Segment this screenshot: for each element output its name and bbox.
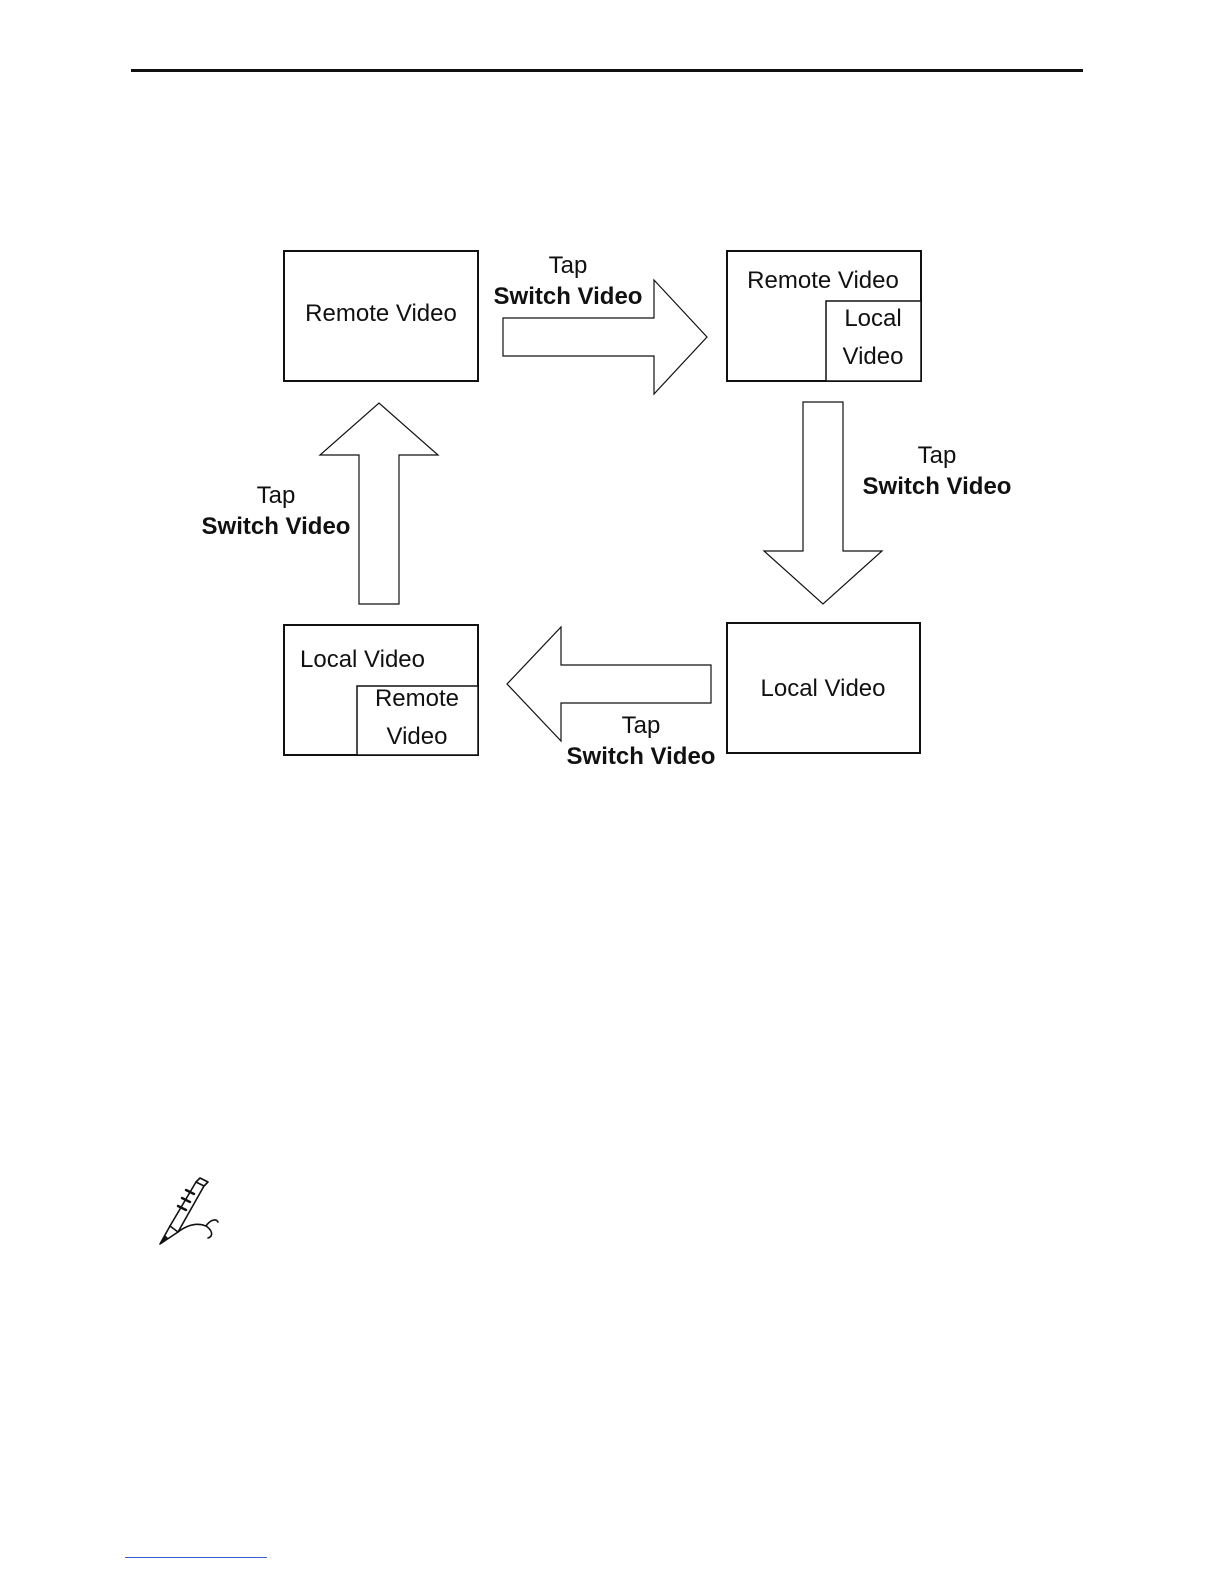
pen-note-icon — [156, 1176, 220, 1248]
transition-top-switch-video: Switch Video — [494, 285, 643, 309]
state-label-local-video-main: Local Video — [300, 648, 425, 672]
inset-label-video: Video — [843, 345, 904, 369]
arrow-down — [764, 402, 882, 604]
transition-left-switch-video: Switch Video — [202, 515, 351, 539]
inset-label-video-2: Video — [387, 725, 448, 749]
transition-bottom-tap: Tap — [622, 714, 661, 738]
state-label-remote-video-main: Remote Video — [747, 269, 899, 293]
transition-left-tap: Tap — [257, 484, 296, 508]
footer-link-underline — [125, 1557, 267, 1558]
state-label-local-video: Local Video — [761, 677, 886, 701]
arrow-up — [320, 403, 438, 604]
transition-right-tap: Tap — [918, 444, 957, 468]
inset-label-local: Local — [844, 307, 901, 331]
arrow-left — [507, 627, 711, 741]
transition-top-tap: Tap — [549, 254, 588, 278]
transition-bottom-switch-video: Switch Video — [567, 745, 716, 769]
transition-right-switch-video: Switch Video — [863, 475, 1012, 499]
inset-label-remote: Remote — [375, 687, 459, 711]
state-label-remote-video: Remote Video — [305, 302, 457, 326]
